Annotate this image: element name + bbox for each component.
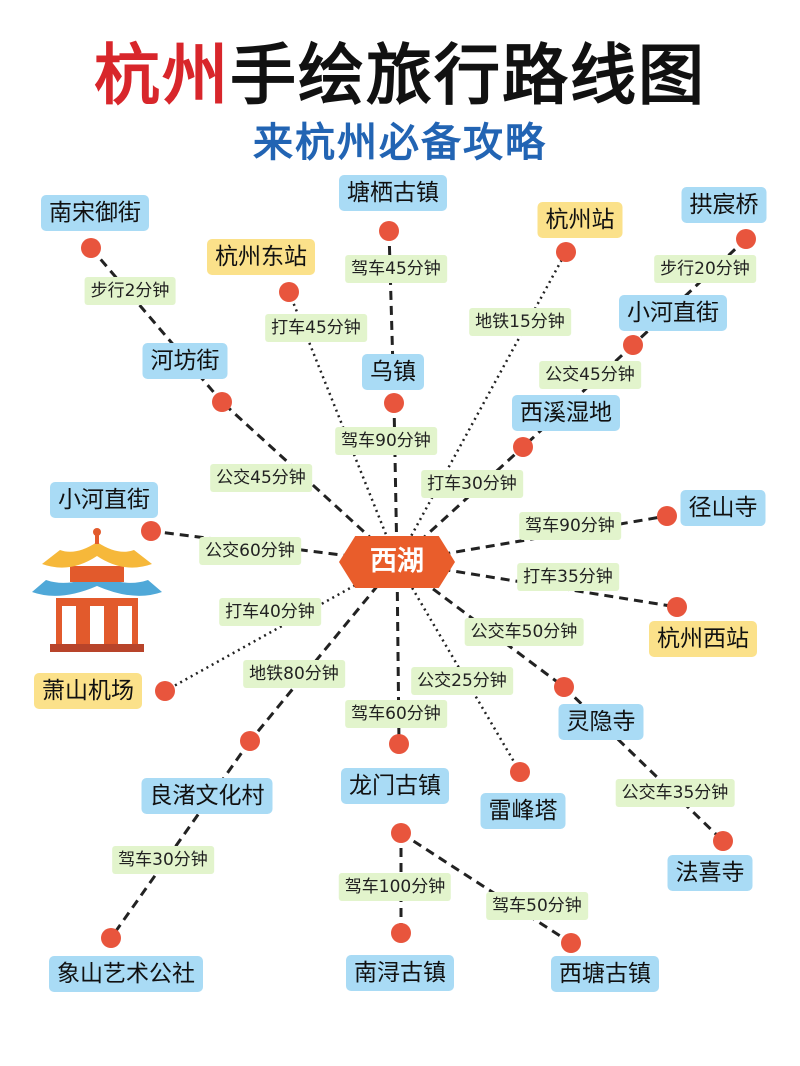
place-xitang-town: 西塘古镇 — [551, 956, 659, 992]
place-hefang-street: 河坊街 — [142, 343, 228, 379]
dot-xitang — [561, 933, 581, 953]
dot-hefang — [212, 392, 232, 412]
place-lingyin-temple: 灵隐寺 — [558, 704, 644, 740]
dot-liangzhu — [240, 731, 260, 751]
route-label-east-station: 打车45分钟 — [265, 314, 367, 342]
dot-xixi — [513, 437, 533, 457]
dot-lingyin — [554, 677, 574, 697]
route-label-leifeng: 公交25分钟 — [411, 667, 513, 695]
route-label-liangzhu: 地铁80分钟 — [243, 660, 345, 688]
dot-leifeng — [510, 762, 530, 782]
route-label-xiaohe-xixi: 公交45分钟 — [539, 361, 641, 389]
line-hub-hefang — [220, 400, 399, 564]
hub-xihu: 西湖 — [339, 536, 455, 588]
dot-longmen-bottom — [391, 823, 411, 843]
dot-nanxun — [391, 923, 411, 943]
line-hub-wuzhen — [392, 402, 399, 563]
line-liangzhu-xiangshan — [109, 740, 252, 939]
route-label-longmen: 驾车60分钟 — [345, 700, 447, 728]
route-label-xixi: 打车30分钟 — [421, 470, 523, 498]
place-leifeng-pagoda: 雷峰塔 — [480, 793, 566, 829]
dot-xiaohe-top — [623, 335, 643, 355]
dot-tangqi — [379, 221, 399, 241]
route-label-lingyin-faxi: 公交车35分钟 — [615, 779, 735, 807]
dot-east-station — [279, 282, 299, 302]
line-hub-liangzhu — [248, 561, 399, 742]
line-hub-hangzhou-station — [395, 251, 568, 563]
route-label-lingyin: 公交车50分钟 — [464, 618, 584, 646]
dot-west-station — [667, 597, 687, 617]
route-label-liangzhu-xiangshan: 驾车30分钟 — [112, 846, 214, 874]
place-gongchen-bridge: 拱宸桥 — [681, 187, 767, 223]
route-label-tangqi-wuzhen: 驾车45分钟 — [345, 255, 447, 283]
route-label-longmen-nanxun: 驾车100分钟 — [338, 873, 452, 901]
pagoda-icon — [32, 528, 162, 652]
place-faxi-temple: 法喜寺 — [667, 855, 753, 891]
dot-xiangshan — [101, 928, 121, 948]
route-label-gongchen-xiaohe: 步行20分钟 — [654, 255, 756, 283]
title-rest: 手绘旅行路线图 — [230, 37, 706, 114]
line-hub-xixi — [395, 445, 525, 564]
place-east-station: 杭州东站 — [207, 239, 315, 275]
place-west-station: 杭州西站 — [649, 621, 757, 657]
place-longmen-town: 龙门古镇 — [341, 768, 449, 804]
place-xiangshan-art-commune: 象山艺术公社 — [49, 956, 203, 992]
place-xiaohe-street-top: 小河直街 — [619, 295, 727, 331]
route-label-nansong-hefang: 步行2分钟 — [84, 277, 176, 305]
dot-wuzhen — [384, 393, 404, 413]
title-accent: 杭州 — [94, 37, 230, 114]
route-label-longmen-xitang: 驾车50分钟 — [486, 892, 588, 920]
route-label-jingshan: 驾车90分钟 — [519, 512, 621, 540]
line-hub-xiaoshan — [164, 560, 398, 693]
place-tangqi: 塘栖古镇 — [339, 175, 447, 211]
place-hangzhou-station: 杭州站 — [537, 202, 623, 238]
route-label-xiaohe-left: 公交60分钟 — [199, 537, 301, 565]
page-title: 杭州手绘旅行路线图 — [0, 22, 800, 118]
route-label-xiaoshan: 打车40分钟 — [219, 598, 321, 626]
place-liangzhu-village: 良渚文化村 — [141, 778, 273, 814]
place-wuzhen: 乌镇 — [362, 354, 424, 390]
place-jingshan-temple: 径山寺 — [680, 490, 766, 526]
place-nansong-yujie: 南宋御街 — [41, 195, 149, 231]
dot-nansong — [81, 238, 101, 258]
dot-jingshan — [657, 506, 677, 526]
route-label-wuzhen: 驾车90分钟 — [335, 427, 437, 455]
dot-longmen — [389, 734, 409, 754]
route-label-hangzhou-station: 地铁15分钟 — [469, 308, 571, 336]
place-xixi-wetland: 西溪湿地 — [512, 395, 620, 431]
place-xiaohe-street-left: 小河直街 — [50, 482, 158, 518]
dot-faxi — [713, 831, 733, 851]
dot-xiaoshan — [155, 681, 175, 701]
dot-gongchen — [736, 229, 756, 249]
dot-xiaohe-left — [141, 521, 161, 541]
route-label-west-station: 打车35分钟 — [517, 563, 619, 591]
place-xiaoshan-airport: 萧山机场 — [34, 673, 142, 709]
dot-hangzhou-station — [556, 242, 576, 262]
line-longmen-xitang — [400, 831, 572, 945]
place-nanxun-town: 南浔古镇 — [346, 955, 454, 991]
line-gongchen-xiaohe — [631, 237, 748, 347]
route-label-hefang: 公交45分钟 — [210, 464, 312, 492]
page-subtitle: 来杭州必备攻略 — [253, 120, 547, 166]
